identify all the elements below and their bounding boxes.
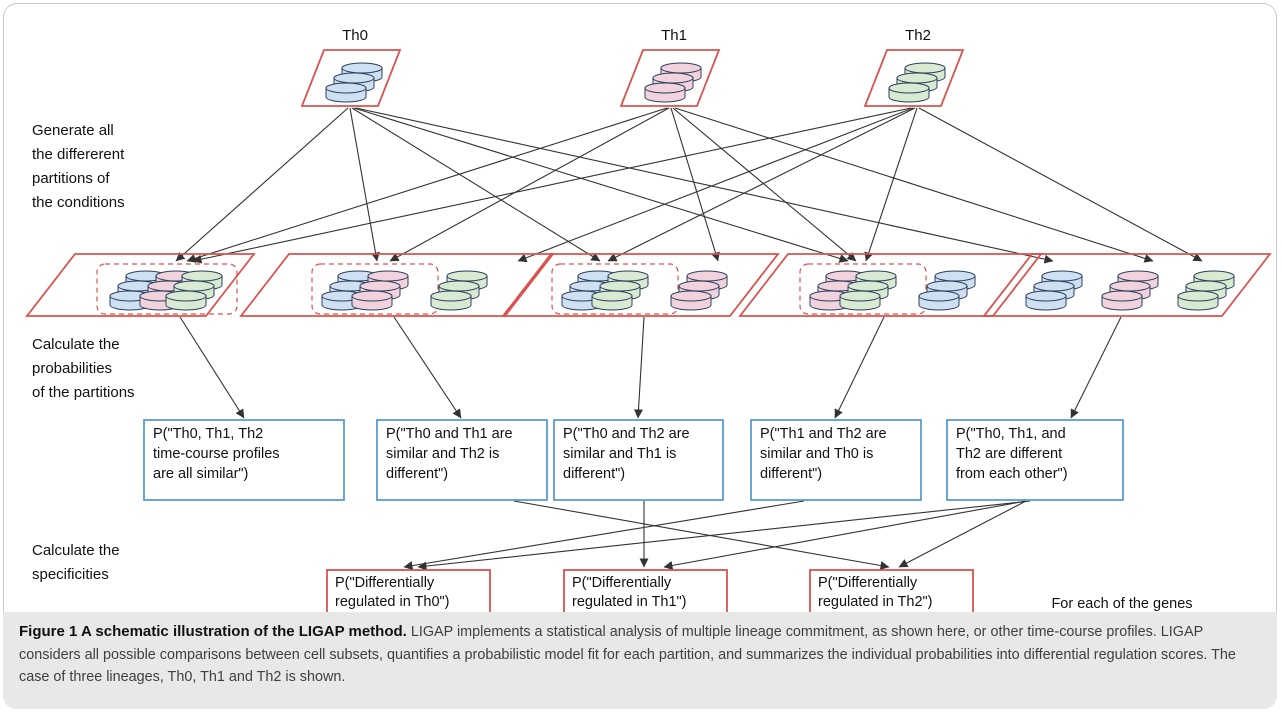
specificity-text: P("Differentially [572, 575, 672, 591]
partition-probability-box [946, 419, 1124, 501]
arrow [1070, 316, 1122, 419]
arrow [634, 316, 645, 419]
arrow [351, 107, 601, 262]
partition-1-disk [430, 290, 472, 311]
step-label: probabilities [32, 360, 112, 377]
partition-1-disk [351, 290, 393, 311]
partition-3-disk [918, 290, 960, 311]
partition-panel [501, 253, 780, 317]
caption-title: Figure 1 A schematic illustration of the… [19, 623, 407, 640]
arrow [175, 107, 349, 262]
partition-4-disk [1025, 290, 1067, 311]
partition-4-disk [1101, 290, 1143, 311]
arrow [517, 107, 914, 263]
caption-text: LIGAP implements a statistical analysis … [19, 624, 1236, 685]
condition-panel [300, 49, 402, 107]
arrow [513, 500, 890, 570]
arrow [353, 107, 849, 263]
step-label: the conditions [32, 194, 125, 211]
arrow [607, 107, 916, 262]
step-label: specificities [32, 566, 109, 583]
step-label: Calculate the [32, 542, 120, 559]
probability-text: P("Th0 and Th1 are [386, 426, 513, 442]
probability-text: time-course profiles [153, 446, 280, 462]
condition-label: Th1 [661, 27, 687, 44]
arrow [403, 500, 805, 571]
footnote-text: For each of the genes [1051, 596, 1192, 612]
arrow [393, 316, 462, 419]
condition-1-disk [644, 82, 686, 103]
similar-group-outline [551, 263, 679, 315]
condition-0-disk [325, 82, 367, 103]
arrow [349, 107, 380, 262]
arrow [663, 500, 1027, 570]
condition-panel [619, 49, 721, 107]
partition-probability-box [376, 419, 548, 501]
specificity-text: P("Differentially [335, 575, 435, 591]
similar-group-outline [96, 263, 238, 315]
arrow [864, 107, 918, 262]
probability-text: P("Th0, Th1, and [956, 426, 1066, 442]
arrow [192, 107, 912, 264]
probability-text: are all similar") [153, 466, 248, 482]
similar-group-outline [311, 263, 439, 315]
partition-3-disk [839, 290, 881, 311]
probability-text: P("Th0 and Th2 are [563, 426, 690, 442]
specificity-text: regulated in Th0") [335, 594, 450, 610]
step-label: partitions of [32, 170, 110, 187]
step-label: of the partitions [32, 384, 135, 401]
step-label: Generate all [32, 122, 114, 139]
arrow [834, 316, 885, 419]
probability-text: different") [386, 466, 448, 482]
partition-4-disk [1177, 290, 1219, 311]
partition-2-disk [670, 290, 712, 311]
partition-probability-box [143, 419, 345, 501]
step-label: the differerent [32, 146, 125, 163]
condition-panel [863, 49, 965, 107]
probability-text: similar and Th1 is [563, 446, 676, 462]
arrow [186, 107, 668, 263]
specificity-box [563, 569, 728, 615]
arrow [355, 107, 1054, 264]
partition-panel [982, 253, 1272, 317]
condition-label: Th0 [342, 27, 368, 44]
probability-text: P("Th1 and Th2 are [760, 426, 887, 442]
similar-group-outline [799, 263, 927, 315]
arrow [389, 107, 670, 262]
figure-caption: Figure 1 A schematic illustration of the… [3, 612, 1277, 709]
probability-text: Th2 are different [956, 446, 1062, 462]
arrow [918, 107, 1203, 262]
arrows-layer [175, 107, 1203, 571]
partition-probability-box [553, 419, 724, 501]
partition-panel [25, 253, 256, 317]
arrow [674, 107, 1154, 263]
probability-text: similar and Th2 is [386, 446, 499, 462]
partition-2-disk [591, 290, 633, 311]
probability-text: similar and Th0 is [760, 446, 873, 462]
partition-0-disk [165, 290, 207, 311]
specificity-text: regulated in Th2") [818, 594, 933, 610]
specificity-text: regulated in Th1") [572, 594, 687, 610]
probability-text: from each other") [956, 466, 1068, 482]
specificity-text: P("Differentially [818, 575, 918, 591]
probability-text: P("Th0, Th1, Th2 [153, 426, 263, 442]
condition-label: Th2 [905, 27, 931, 44]
arrow [670, 107, 720, 262]
arrow [179, 316, 245, 419]
arrow [672, 107, 857, 262]
condition-2-disk [888, 82, 930, 103]
partition-probability-box [750, 419, 922, 501]
probability-text: different") [760, 466, 822, 482]
arrow [417, 500, 1031, 571]
arrow [898, 500, 1027, 568]
step-label: Calculate the [32, 336, 120, 353]
probability-text: different") [563, 466, 625, 482]
